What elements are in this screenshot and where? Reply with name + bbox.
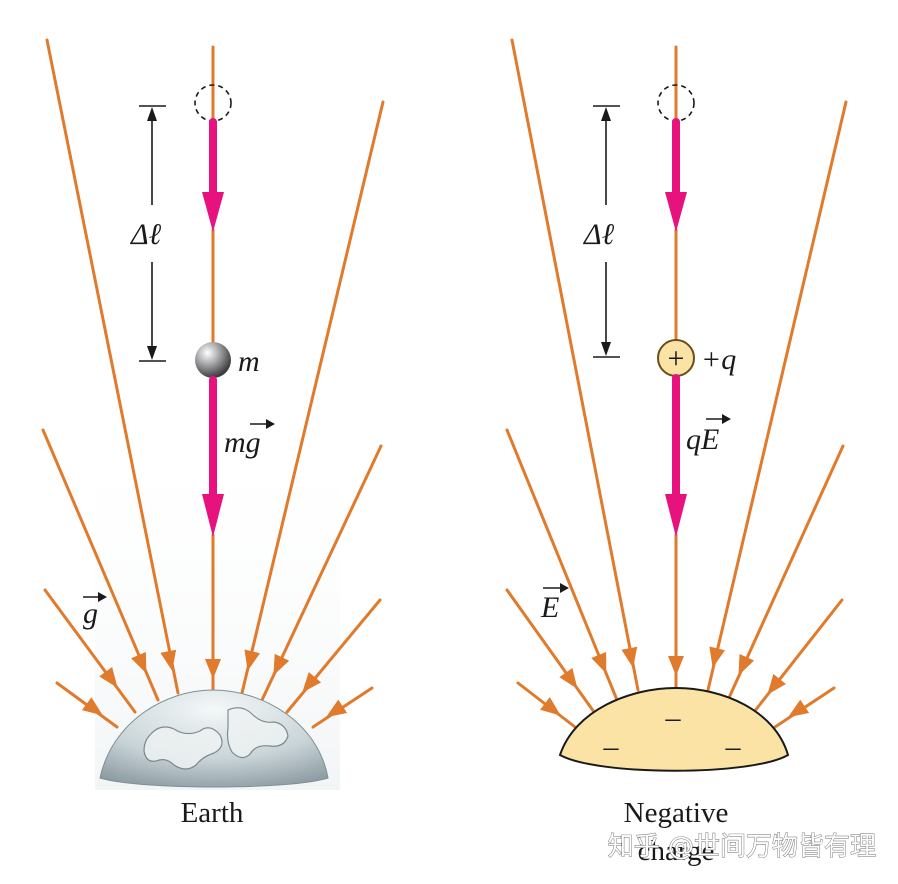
field-arrowhead (302, 672, 322, 693)
field-line (510, 38, 640, 692)
gravity-force-arrowhead (202, 494, 224, 537)
electric-force-vector-arrow (706, 414, 731, 424)
dimension-arrowhead-up (147, 107, 157, 121)
field-line (505, 428, 619, 702)
electric-field-arrowheads (540, 646, 810, 718)
displacement-arrowhead (665, 192, 687, 232)
mass-label: m (238, 345, 260, 378)
test-charge-label: +q (701, 343, 736, 376)
right-panel-electric: – – – Δℓ + +q qE E (505, 38, 848, 867)
field-arrowhead (767, 674, 786, 695)
displacement-arrowhead (202, 192, 224, 232)
electric-field-label: E (540, 591, 559, 624)
right-displacement-label: Δℓ (583, 218, 615, 251)
field-arrowhead (205, 659, 221, 679)
field-arrowhead (559, 667, 578, 689)
field-arrowhead (540, 697, 561, 716)
electric-force-label: qE (686, 423, 719, 456)
field-line (706, 100, 848, 692)
electric-field-vector-arrow (543, 583, 569, 593)
field-line (285, 598, 382, 714)
dimension-arrowhead-down (601, 342, 611, 356)
surface-charge-sign: – (725, 730, 742, 763)
left-displacement-label: Δℓ (130, 218, 162, 251)
field-arrowhead (325, 699, 348, 718)
left-displacement-dimension (139, 105, 166, 362)
charge-label-line1: Negative (624, 797, 729, 829)
field-line (43, 588, 137, 714)
field-arrowhead (738, 653, 755, 676)
field-arrowhead (99, 666, 118, 688)
gravity-force-label: mg (224, 426, 261, 459)
gravity-field-label: g (83, 597, 98, 630)
test-charge-symbol: + (668, 342, 685, 375)
watermark-text: 知乎 @世间万物皆有理 (608, 832, 876, 862)
field-arrowhead (81, 697, 103, 716)
surface-charge-sign: – (603, 730, 620, 763)
field-arrowhead (591, 652, 607, 674)
field-arrowhead (244, 649, 261, 671)
earth-continents (143, 707, 289, 770)
field-line (240, 100, 385, 695)
field-line (505, 588, 596, 714)
gravity-force-vector-arrow (250, 419, 275, 429)
electric-force-arrowhead (665, 494, 687, 537)
earth-body (99, 689, 329, 788)
field-arrowhead (709, 646, 725, 668)
field-arrowhead (668, 656, 684, 676)
earth-label: Earth (181, 797, 244, 829)
sphere-icon (195, 342, 231, 378)
negative-charge-dome (558, 686, 790, 772)
gravity-field-vector-arrow (83, 592, 107, 602)
dimension-arrowhead-down (147, 346, 157, 360)
left-panel-gravity: Δℓ m mg g Earth (41, 38, 385, 829)
dimension-arrowhead-up (601, 107, 611, 121)
charge-label-line2: charge (638, 835, 715, 867)
surface-charge-sign: – (665, 701, 682, 734)
gravity-field-arrowheads (81, 649, 348, 718)
field-arrowhead (273, 653, 290, 676)
field-arrowhead (131, 651, 147, 674)
field-arrowhead (621, 646, 638, 668)
field-arrowhead (160, 649, 177, 671)
field-arrowhead (787, 699, 810, 718)
field-line (45, 38, 180, 695)
right-displacement-dimension (593, 105, 620, 358)
